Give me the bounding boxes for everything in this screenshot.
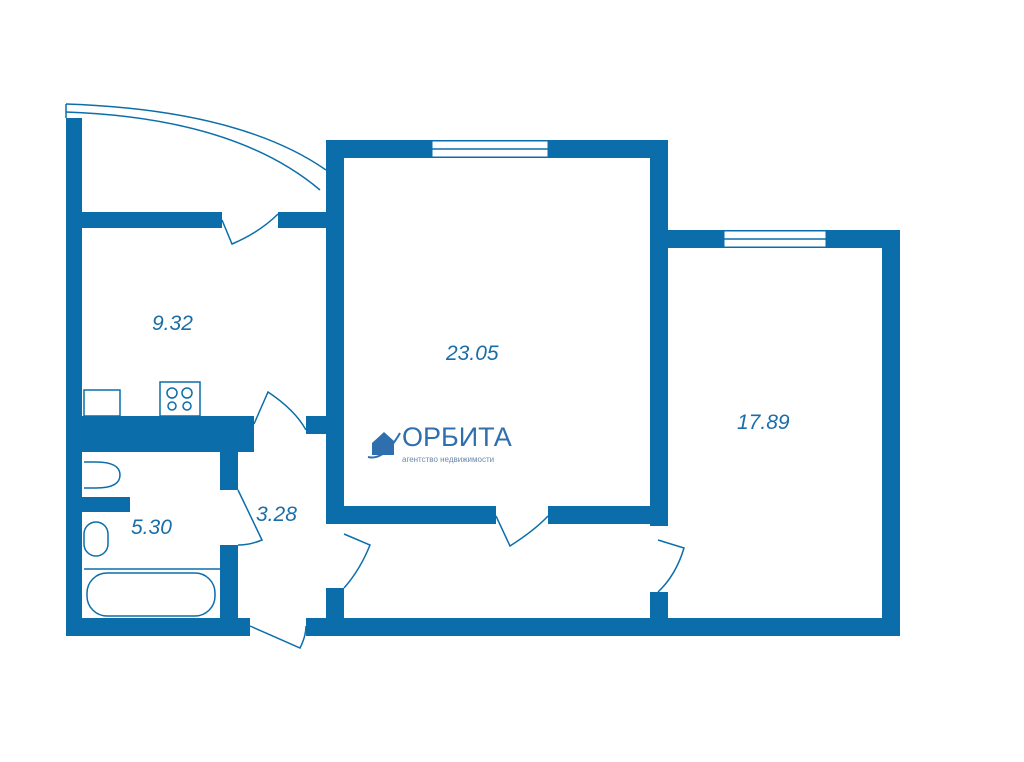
wall-bedroom-left [650, 230, 668, 526]
wall-kitchen-door-right [306, 416, 328, 434]
wall-living-left [326, 140, 344, 524]
wall-left [66, 118, 82, 636]
wall-bath-partition [82, 497, 130, 512]
washbasin-icon [83, 521, 109, 557]
toilet-icon [84, 461, 121, 489]
door-loggia [221, 213, 279, 245]
wall-living-right [650, 140, 668, 240]
logo: ОРБИТА агентство недвижимости [366, 422, 512, 465]
door-living [495, 515, 549, 548]
door-entrance [249, 625, 307, 649]
wall-loggia-right [278, 212, 328, 228]
wall-corridor [326, 588, 344, 636]
walls [66, 118, 900, 636]
bathtub-icon [86, 572, 216, 617]
room-area-living-room: 23.05 [446, 342, 499, 365]
wall-living-bottom-right [548, 506, 668, 524]
doors [221, 213, 685, 649]
wall-bath-right-upper [220, 434, 238, 490]
wall-loggia-left [66, 212, 222, 228]
door-bedroom [657, 539, 685, 593]
sink-counter [83, 389, 121, 417]
stove-icon [159, 381, 201, 417]
fixtures [83, 381, 220, 617]
room-area-bedroom: 17.89 [737, 411, 790, 434]
door-bathroom [237, 489, 264, 546]
wall-bottom-left [66, 618, 250, 636]
wall-bath-right-lower [220, 545, 238, 636]
logo-subtitle: агентство недвижимости [402, 455, 495, 464]
logo-title: ОРБИТА [402, 422, 512, 452]
windows [431, 140, 827, 248]
house-logo-icon [367, 431, 401, 458]
wall-right [882, 230, 900, 636]
loggia-arc [65, 103, 327, 191]
wall-living-bottom-left [326, 506, 496, 524]
wall-bottom-right [306, 618, 900, 636]
room-area-kitchen: 9.32 [152, 312, 193, 335]
door-kitchen [253, 390, 307, 431]
room-area-hallway: 3.28 [256, 503, 297, 526]
room-area-bathroom: 5.30 [131, 516, 172, 539]
door-corridor [343, 533, 371, 589]
logo-text: ОРБИТА агентство недвижимости [402, 422, 512, 465]
